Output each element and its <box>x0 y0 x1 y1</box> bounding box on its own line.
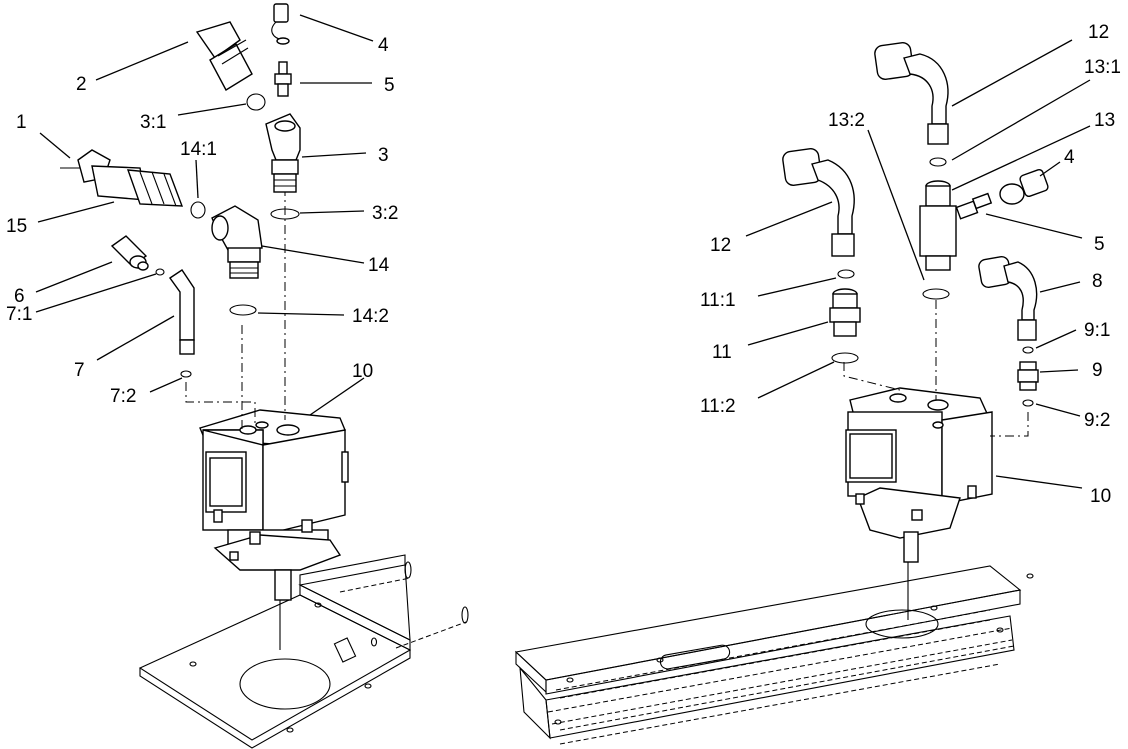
callout-13-1: 13:1 <box>1084 57 1121 78</box>
right-part-11-fitting <box>829 288 861 337</box>
left-part-15-hose <box>91 165 184 207</box>
right-part-8-hose <box>978 256 1038 341</box>
left-part-3-1-oring <box>246 93 266 111</box>
callout-2: 2 <box>76 74 87 95</box>
right-part-13-1-oring <box>929 157 947 167</box>
callout-8: 8 <box>1092 271 1103 292</box>
callout-5-right: 5 <box>1094 234 1105 255</box>
callout-9: 9 <box>1092 360 1103 381</box>
callout-11-1: 11:1 <box>700 290 736 311</box>
right-pump-body <box>845 387 993 563</box>
right-part-12-top-hose <box>874 41 949 145</box>
right-part-13-fitting <box>919 180 957 271</box>
left-mounting-plate <box>138 554 469 749</box>
callout-7-1: 7:1 <box>6 304 32 325</box>
right-part-9-fitting <box>1017 361 1039 391</box>
left-part-4-dust-cap <box>271 3 290 45</box>
callout-9-2: 9:2 <box>1084 410 1110 431</box>
left-part-7-tube <box>169 269 195 355</box>
callout-14: 14 <box>368 255 390 276</box>
callout-12-lower: 12 <box>710 235 731 256</box>
callout-7-2: 7:2 <box>110 386 136 407</box>
callout-3-2: 3:2 <box>372 203 398 224</box>
left-part-7-1-oring <box>155 268 165 276</box>
callout-15: 15 <box>6 216 27 237</box>
left-part-3-2-oring <box>270 208 300 220</box>
right-part-5-test-port <box>955 192 993 220</box>
left-part-14-2-oring <box>229 304 257 316</box>
left-part-14-elbow <box>211 205 263 279</box>
callout-11-2: 11:2 <box>700 396 736 417</box>
right-mounting-bracket <box>514 565 1034 745</box>
right-part-9-2-oring <box>1022 399 1034 407</box>
right-part-4-dust-cap <box>999 168 1049 205</box>
callout-3-1: 3:1 <box>140 112 166 133</box>
right-part-12-lower-hose <box>782 147 855 257</box>
right-part-11-1-oring <box>837 269 855 279</box>
callout-4: 4 <box>378 35 389 56</box>
callout-3: 3 <box>378 145 389 166</box>
callout-12-top: 12 <box>1088 22 1109 43</box>
right-assembly: 12 13:1 13:2 13 4 12 5 8 11:1 9:1 11 9 1… <box>514 22 1121 745</box>
callout-9-1: 9:1 <box>1084 320 1110 341</box>
callout-7: 7 <box>74 360 85 381</box>
left-pump-body <box>199 409 349 650</box>
callout-1: 1 <box>16 112 27 133</box>
callout-14-2: 14:2 <box>352 306 389 327</box>
callout-10-right: 10 <box>1090 486 1111 507</box>
left-part-6-hose <box>110 235 149 271</box>
left-assembly: 1 2 3:1 4 5 3 14:1 3:2 15 14 6 7:1 14:2 … <box>6 3 469 749</box>
callout-13: 13 <box>1094 110 1115 131</box>
callout-14-1: 14:1 <box>180 139 217 160</box>
right-part-13-2-oring <box>922 288 950 300</box>
callout-6: 6 <box>14 286 25 307</box>
callout-10: 10 <box>352 361 373 382</box>
callout-13-2: 13:2 <box>828 110 865 131</box>
callout-5: 5 <box>384 75 395 96</box>
callout-11: 11 <box>712 342 732 363</box>
left-part-7-2-oring <box>180 370 192 378</box>
left-part-5-test-port <box>274 61 292 97</box>
callout-4-right: 4 <box>1064 147 1075 168</box>
left-part-14-1-oring <box>190 201 206 219</box>
left-part-2-hose <box>195 21 253 91</box>
right-part-9-1-oring <box>1022 346 1034 354</box>
left-part-3-elbow <box>265 113 301 193</box>
right-part-11-2-oring <box>831 352 859 364</box>
